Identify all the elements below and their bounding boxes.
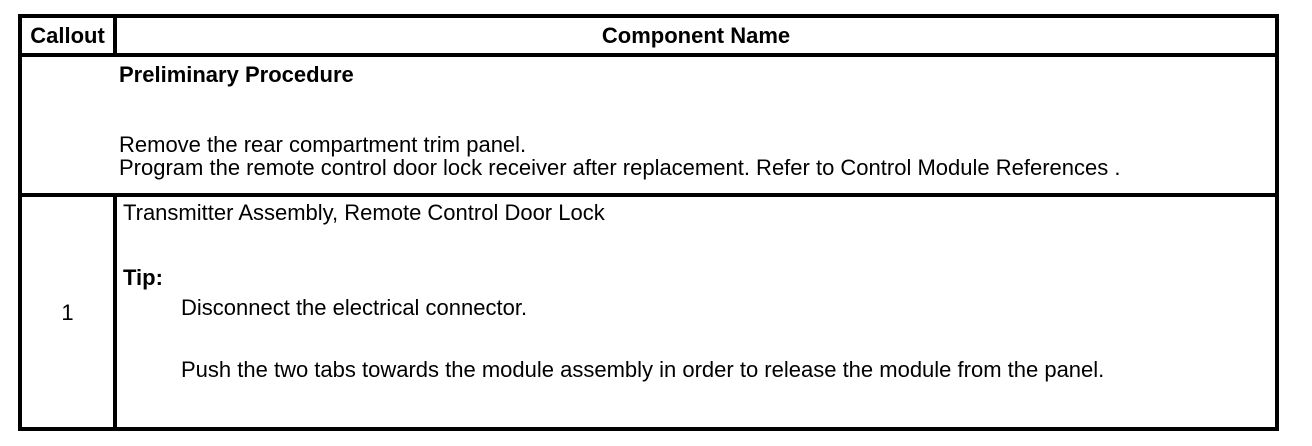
component-name-column-header: Component Name	[117, 14, 1279, 57]
callout-row-1: 1 Transmitter Assembly, Remote Control D…	[18, 197, 1279, 431]
tip-step-2: Push the two tabs towards the module ass…	[181, 357, 1105, 382]
callout-number: 1	[18, 197, 117, 431]
preliminary-procedure-cell: Preliminary Procedure Remove the rear co…	[18, 57, 1279, 197]
preliminary-step-2: Program the remote control door lock rec…	[119, 155, 1121, 180]
tip-step-1: Disconnect the electrical connector.	[181, 295, 528, 320]
tip-label: Tip:	[123, 265, 163, 290]
preliminary-procedure-title: Preliminary Procedure	[119, 62, 354, 87]
component-description-cell: Transmitter Assembly, Remote Control Doo…	[117, 197, 1279, 431]
preliminary-step-1: Remove the rear compartment trim panel.	[119, 132, 527, 157]
callout-column-header: Callout	[18, 14, 117, 57]
preliminary-procedure-row: Preliminary Procedure Remove the rear co…	[18, 57, 1279, 197]
component-name-text: Transmitter Assembly, Remote Control Doo…	[123, 200, 605, 225]
component-callout-table: Callout Component Name Preliminary Proce…	[18, 14, 1279, 431]
header-row: Callout Component Name	[18, 14, 1279, 57]
